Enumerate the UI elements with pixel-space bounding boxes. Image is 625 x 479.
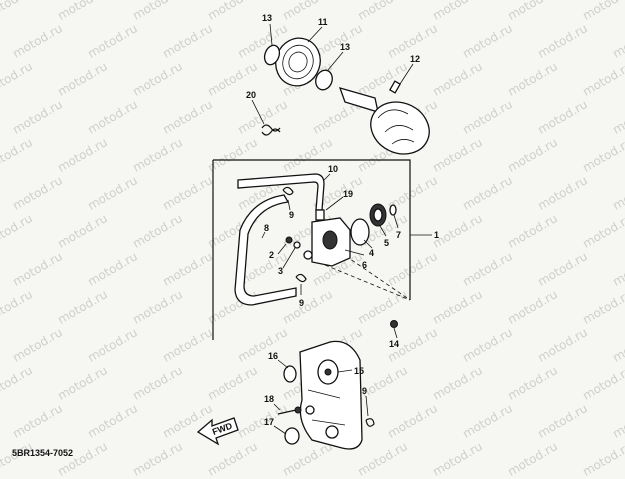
- callout-15: 15: [354, 366, 364, 376]
- diagram-code: 5BR1354-7052: [12, 448, 74, 458]
- callout-20: 20: [246, 90, 256, 100]
- hose-part-10[interactable]: [237, 173, 325, 211]
- gear-part-5[interactable]: [369, 203, 387, 227]
- circlip-part-7[interactable]: [389, 204, 397, 216]
- callout-2: 2: [269, 250, 274, 260]
- cover-plate-part-15[interactable]: [299, 340, 363, 450]
- circlip-part-13-left[interactable]: [262, 43, 282, 67]
- callout-13-left: 13: [262, 13, 272, 23]
- callout-1: 1: [434, 230, 439, 240]
- callout-14: 14: [389, 339, 399, 349]
- o-ring-part-4[interactable]: [350, 218, 370, 246]
- callout-12: 12: [410, 54, 420, 64]
- callout-4: 4: [369, 248, 374, 258]
- callout-9-bottom: 9: [362, 386, 367, 396]
- pulley-part-11[interactable]: [269, 32, 327, 92]
- callout-6: 6: [362, 260, 367, 270]
- callout-19: 19: [343, 189, 353, 199]
- callout-13-right: 13: [340, 42, 350, 52]
- grommet-part-17[interactable]: [284, 427, 300, 445]
- callout-18: 18: [264, 394, 274, 404]
- callout-17: 17: [264, 417, 274, 427]
- callout-11: 11: [318, 17, 328, 27]
- callout-16: 16: [268, 351, 278, 361]
- oil-pump-body[interactable]: [303, 209, 351, 267]
- bolt-part-2[interactable]: [285, 236, 293, 244]
- pump-assembly-frame: [212, 159, 432, 340]
- clamp-part-9-bottom[interactable]: [365, 418, 375, 427]
- circlip-part-13-right[interactable]: [313, 68, 335, 92]
- washer-part-3[interactable]: [293, 241, 301, 249]
- callout-3: 3: [278, 266, 283, 276]
- bolt-part-18[interactable]: [277, 406, 302, 415]
- callout-8: 8: [264, 223, 269, 233]
- callout-10: 10: [328, 164, 338, 174]
- shaft-part-12[interactable]: [338, 80, 438, 163]
- clamp-part-9-top[interactable]: [282, 186, 294, 196]
- hose-part-8[interactable]: [234, 194, 297, 306]
- bolt-part-14[interactable]: [390, 320, 398, 328]
- callout-7: 7: [396, 230, 401, 240]
- fwd-arrow-icon: FWD: [196, 417, 239, 446]
- parts-diagram: FWD 13 11 13 12 20 10 19 9 8 7 1 5 4 2 3…: [196, 13, 439, 450]
- callout-9-top: 9: [289, 210, 294, 220]
- clip-part-20[interactable]: [261, 124, 281, 136]
- callout-5: 5: [384, 238, 389, 248]
- callout-9-middle: 9: [299, 298, 304, 308]
- grommet-part-16[interactable]: [283, 365, 297, 383]
- clamp-part-9-lower[interactable]: [295, 273, 307, 283]
